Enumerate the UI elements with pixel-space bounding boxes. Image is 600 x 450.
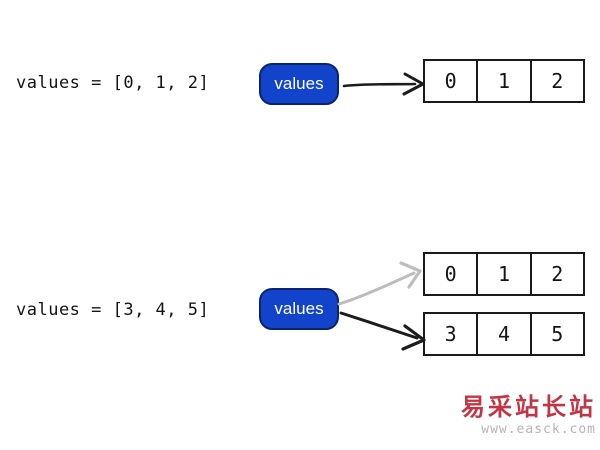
list-box-first: 0 1 2 (423, 59, 585, 103)
list-box-old: 0 1 2 (423, 252, 585, 296)
list-cell: 4 (476, 314, 529, 354)
watermark-site-url: www.easck.com (481, 422, 596, 438)
watermark: 易采站长站 www.easck.com (461, 392, 596, 438)
new-reference-arrow-icon (339, 311, 426, 351)
list-cell: 1 (476, 254, 529, 294)
variable-pill-first: values (259, 63, 339, 105)
list-box-new: 3 4 5 (423, 312, 585, 356)
list-cell: 2 (529, 254, 583, 294)
list-cell: 3 (444, 322, 457, 346)
list-cell: 0 (444, 262, 457, 286)
list-cell: 2 (529, 61, 583, 101)
variable-pill-label: values (274, 74, 324, 93)
code-line-second-assignment: values = [3, 4, 5] (16, 300, 210, 320)
list-cell: 5 (529, 314, 583, 354)
old-reference-arrow-icon (337, 261, 422, 306)
reference-arrow-icon (342, 72, 425, 96)
variable-pill-second: values (259, 288, 339, 330)
code-line-first-assignment: values = [0, 1, 2] (16, 73, 210, 93)
variable-pill-label: values (274, 299, 324, 318)
list-cell: 1 (476, 61, 529, 101)
list-cell: 0 (444, 69, 457, 93)
watermark-site-name: 易采站长站 (461, 392, 596, 421)
